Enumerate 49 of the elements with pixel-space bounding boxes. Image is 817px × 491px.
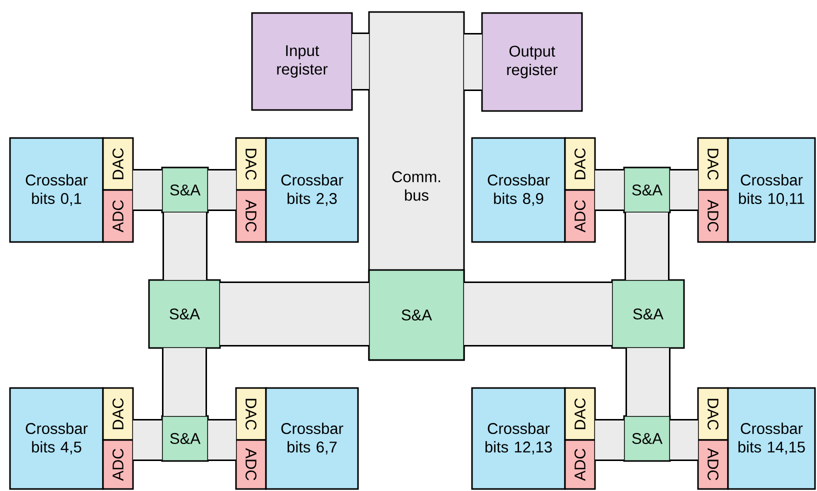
dac-box: DAC	[564, 387, 596, 441]
bus-connector	[133, 169, 162, 211]
crossbar-box: Crossbar bits 0,1	[9, 137, 104, 243]
bus-connector	[595, 419, 624, 461]
sa-block: S&A	[368, 269, 465, 361]
bus-connector	[670, 419, 698, 461]
bus-connector	[670, 169, 698, 211]
register-box: Input register	[251, 12, 353, 111]
adc-box: ADC	[697, 439, 729, 490]
crossbar-box: Crossbar bits 2,3	[265, 137, 359, 243]
dac-box: DAC	[697, 387, 729, 441]
sa-block: S&A	[161, 415, 209, 462]
adc-box: ADC	[235, 439, 267, 490]
adc-box: ADC	[235, 189, 267, 243]
dac-box: DAC	[697, 137, 729, 191]
bus-connector	[464, 282, 612, 346]
adc-box: ADC	[697, 189, 729, 243]
dac-box: DAC	[564, 137, 596, 191]
crossbar-box: Crossbar bits 6,7	[265, 387, 359, 490]
sa-block: S&A	[611, 279, 685, 349]
sa-block: S&A	[623, 166, 671, 214]
adc-box: ADC	[564, 439, 596, 490]
bus-connector	[595, 169, 624, 211]
sa-block: S&A	[623, 415, 671, 462]
bus-connector	[162, 348, 207, 416]
dac-box: DAC	[235, 387, 267, 441]
adc-box: ADC	[102, 439, 134, 490]
bus-connector	[464, 33, 482, 91]
crossbar-box: Crossbar bits 12,13	[471, 387, 566, 490]
dac-box: DAC	[102, 387, 134, 441]
sa-block: S&A	[161, 166, 209, 214]
crossbar-box: Crossbar bits 4,5	[9, 387, 104, 490]
crossbar-box: Crossbar bits 14,15	[727, 387, 816, 490]
bus-connector	[133, 419, 162, 461]
bus-connector	[220, 282, 369, 346]
dac-box: DAC	[235, 137, 267, 191]
sa-block: S&A	[148, 279, 221, 349]
adc-box: ADC	[102, 189, 134, 243]
dac-box: DAC	[102, 137, 134, 191]
crossbar-box: Crossbar bits 8,9	[471, 137, 566, 243]
bus-connector	[352, 32, 369, 90]
bus-connector	[162, 212, 208, 280]
bus-connector	[626, 348, 670, 416]
crossbar-box: Crossbar bits 10,11	[727, 137, 816, 243]
bus-connector	[208, 419, 236, 461]
register-box: Output register	[481, 12, 583, 112]
bus-connector	[208, 169, 236, 211]
adc-box: ADC	[564, 189, 596, 243]
bus-connector	[624, 212, 670, 280]
